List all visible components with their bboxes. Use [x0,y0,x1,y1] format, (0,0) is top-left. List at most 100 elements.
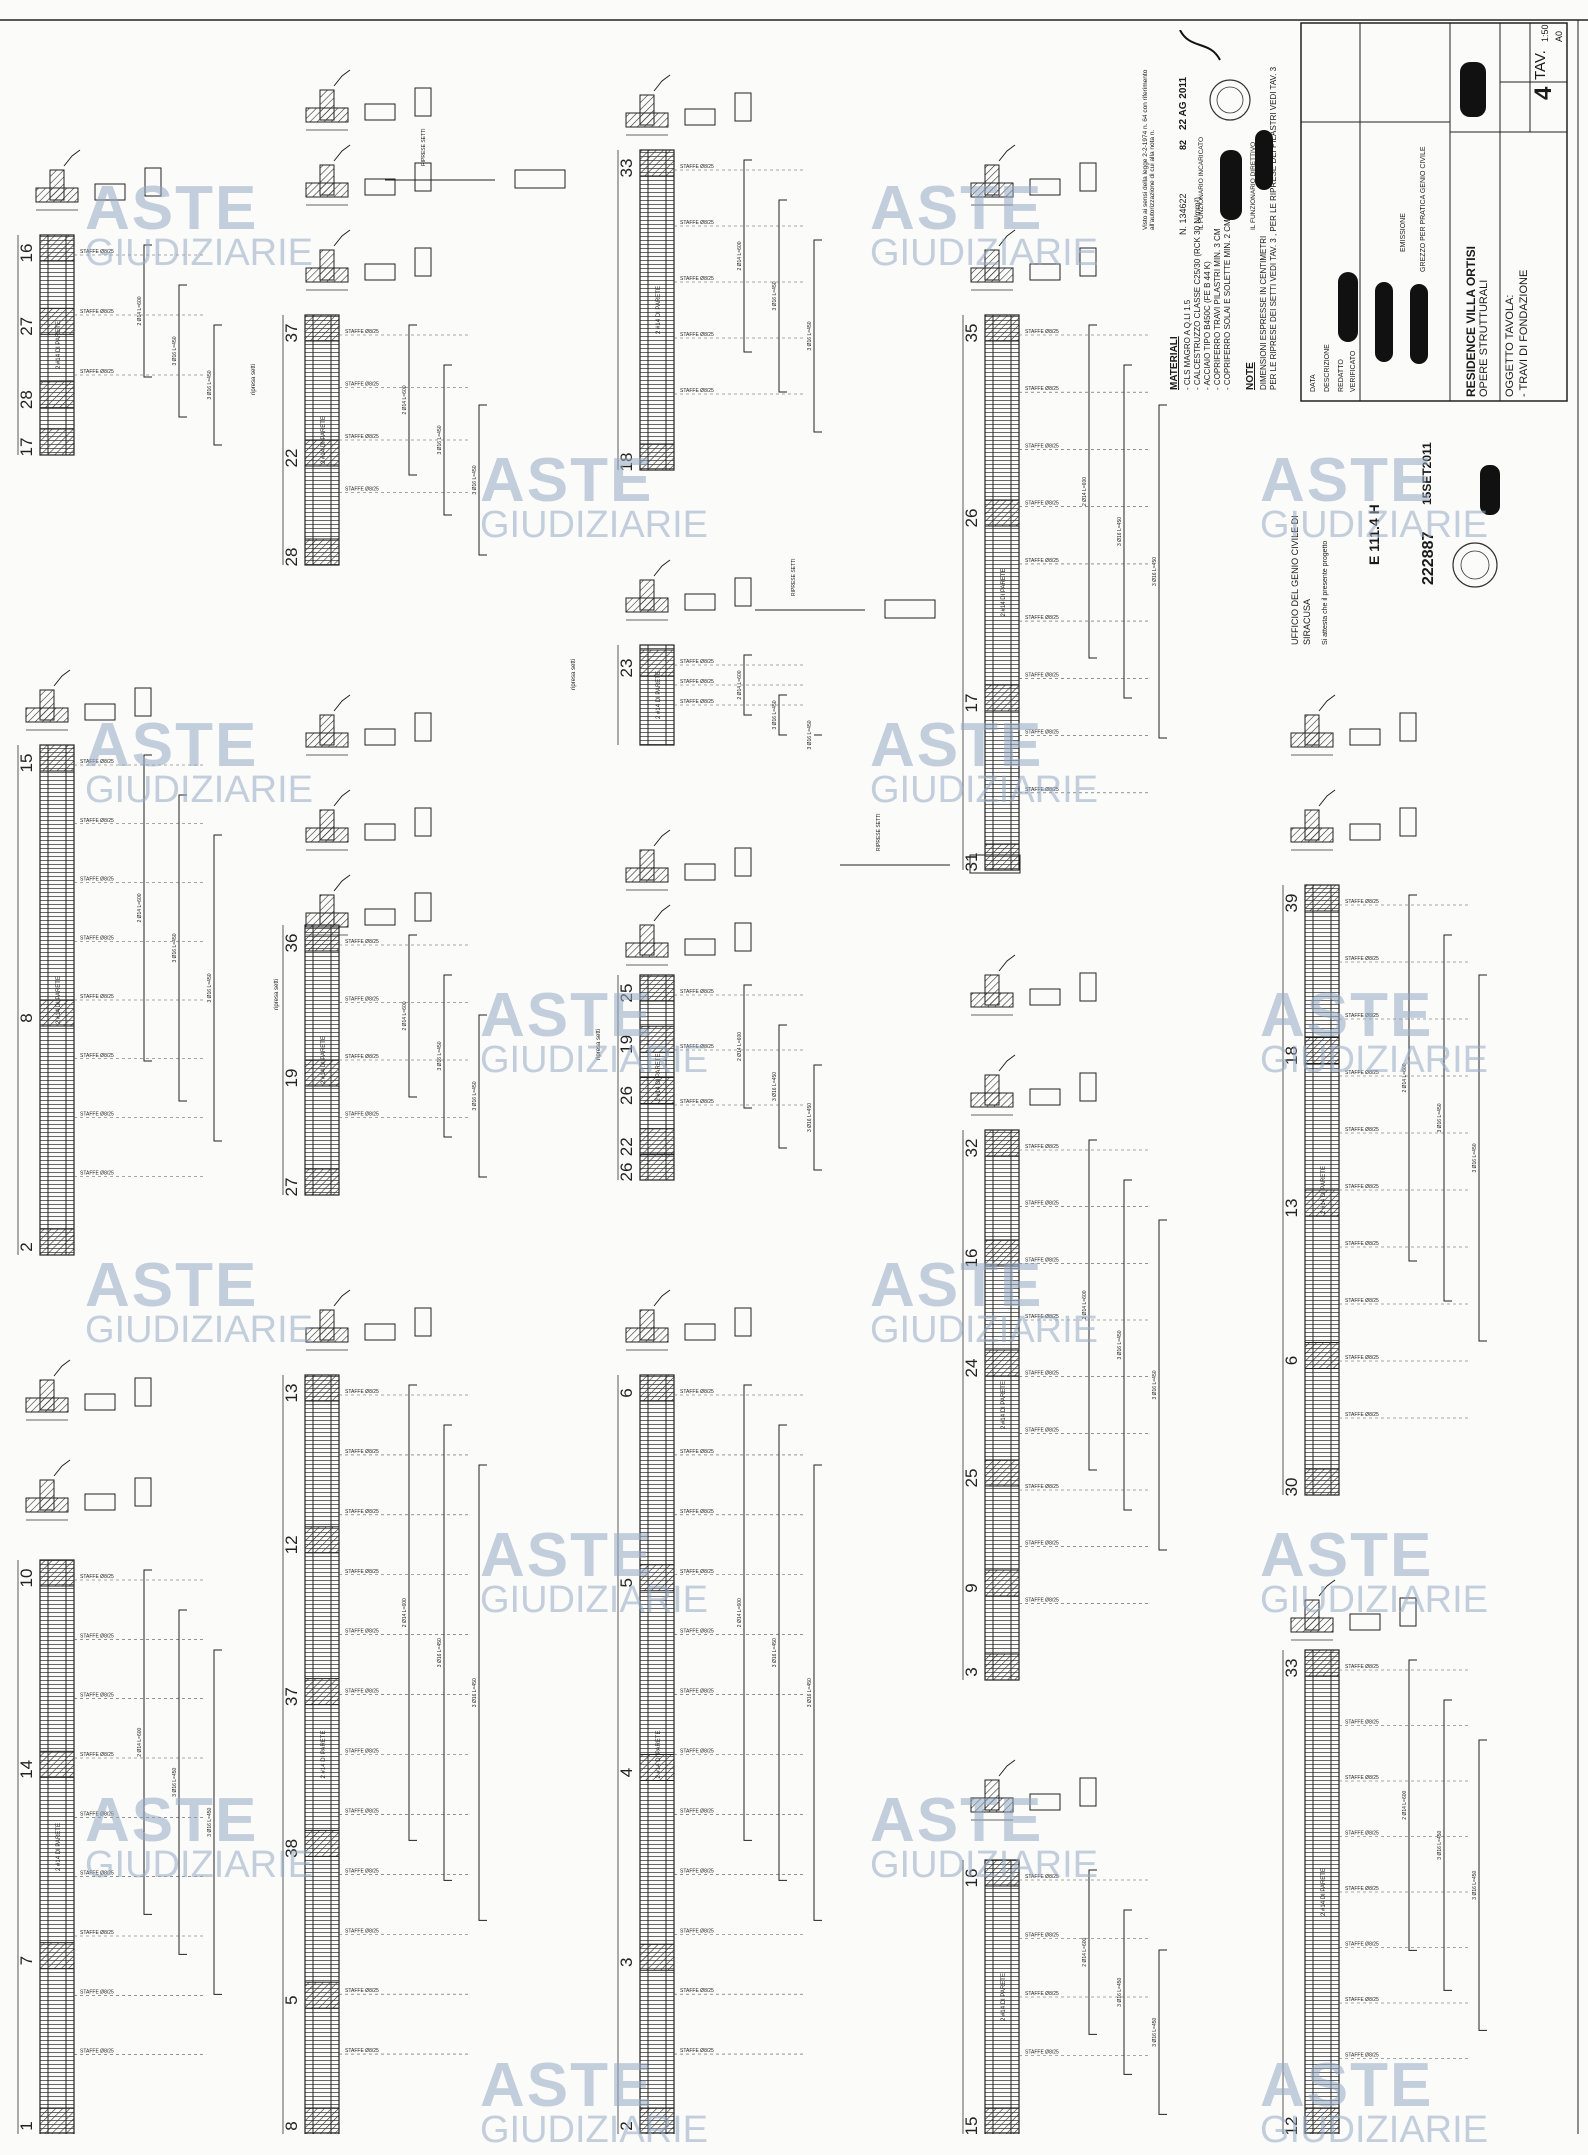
column-support [304,1981,340,2009]
stirrup-callout: STAFFE Ø8/25 [345,1928,379,1934]
stirrup-shape [684,938,716,956]
stamp-seal [1179,30,1273,220]
node-id: 22 [282,449,301,468]
stirrup-shape [1399,712,1417,742]
stirrup-callout: STAFFE Ø8/25 [680,699,714,705]
stirrup-shape [364,823,396,841]
section-leader [998,144,1016,162]
column-support [304,439,340,467]
column-support [639,1564,675,1592]
column-support [984,843,1020,871]
rebar-bar-label: 3 Ø16 L=450 [807,1103,813,1132]
stirrup-callout: STAFFE Ø8/25 [345,1749,379,1755]
rebar-bar [778,1424,787,1881]
stirrup-callout: STAFFE Ø8/25 [1025,1597,1059,1603]
cross-section [970,229,1097,291]
column-support [304,1374,340,1402]
node-id: 15 [17,754,36,773]
stirrup-shape [734,847,752,877]
node-id: 2 [617,2121,636,2130]
column-support [39,234,75,262]
rebar-bar [213,1649,222,1995]
riprese-label: RIPRESE SETTI [421,128,427,166]
rebar-bar [1088,1869,1097,2035]
tav-label: TAV. [1532,50,1549,80]
node-id: 12 [282,1535,301,1554]
beam-outline [39,234,75,456]
scale: 1:50 [1540,24,1550,42]
stirrup-callout: STAFFE Ø8/25 [1345,956,1379,962]
stirrup-callout: STAFFE Ø8/25 [1345,1298,1379,1304]
node-id: 36 [282,934,301,953]
stirrup-callout: STAFFE Ø8/25 [345,1689,379,1695]
stirrup-callout: STAFFE Ø8/25 [345,1988,379,1994]
rebar-bar [743,159,752,353]
section-leader [63,149,81,167]
stirrup-shape [134,1377,152,1407]
stirrup-callout: STAFFE Ø8/25 [1345,1355,1379,1361]
node-id: 28 [282,548,301,567]
section-leader [53,669,71,687]
stirrup-callout: STAFFE Ø8/25 [345,939,379,945]
subject-label: OGGETTO TAVOLA: [1504,294,1516,398]
rebar-bar [1408,1659,1417,1951]
rebar-bar [408,324,417,476]
rebar-bar-label: 2 Ø14 L=600 [1402,1790,1408,1819]
rebar-bar-label: 3 Ø16 L=450 [472,1081,478,1110]
rebar-bar [478,1014,487,1178]
stirrup-callout: STAFFE Ø8/25 [80,2049,114,2055]
revision-header-drawn: REDATTO [1338,359,1345,392]
cross-section [970,1759,1097,1821]
rebar-bar-label: 2 Ø14 L=600 [1402,1063,1408,1092]
section-flange [35,187,79,203]
wall-rebar-label: 2 #14 DI PARETE [56,321,62,369]
stirrup-callout: STAFFE Ø8/25 [345,1808,379,1814]
node-id: 1 [17,2121,36,2130]
section-flange [305,912,349,928]
cross-section [305,1289,432,1351]
stirrup-callout: STAFFE Ø8/25 [1345,1720,1379,1726]
rebar-bar-label: 2 Ø14 L=600 [137,893,143,922]
column-support [39,1228,75,1256]
stirrup-callout: STAFFE Ø8/25 [1345,1013,1379,1019]
section-flange [1290,827,1334,843]
column-support [984,1129,1020,1157]
node-id: 14 [17,1760,36,1779]
node-id: 8 [282,2121,301,2130]
section-flange [1290,732,1334,748]
stirrup-callout: STAFFE Ø8/25 [80,1752,114,1758]
stirrup-shape [414,892,432,922]
stirrup-callout: STAFFE Ø8/25 [1345,1997,1379,2003]
section-flange [25,1497,69,1513]
notes-heading: NOTE [1245,362,1256,390]
section-leader [998,1054,1016,1072]
ripresa-setti-label: ripresa setti [596,1029,602,1060]
rebar-bar [743,984,752,1109]
rebar-bar [143,244,152,378]
stirrup-callout: STAFFE Ø8/25 [345,997,379,1003]
stirrup-callout: STAFFE Ø8/25 [680,1449,714,1455]
cross-section [625,829,752,891]
rebar-bar [178,1609,187,1955]
rebar-bar [178,794,187,1102]
stirrup-callout: STAFFE Ø8/25 [80,1170,114,1176]
stirrup-callout: STAFFE Ø8/25 [1025,672,1059,678]
rebar-bar-label: 3 Ø16 L=450 [1152,1370,1158,1399]
rebar-bar-label: 2 Ø14 L=600 [1082,477,1088,506]
rebar-bar-label: 3 Ø16 L=450 [172,336,178,365]
stirrup-callout: STAFFE Ø8/25 [1025,443,1059,449]
rebar-bar [1123,1179,1132,1511]
section-leader [333,874,351,892]
node-id: 32 [962,1139,981,1158]
wall-rebar-label: 2 #14 DI PARETE [656,1054,662,1102]
rebar-bar [743,654,752,716]
stirrup-callout: STAFFE Ø8/25 [80,1871,114,1877]
cross-section [305,144,432,206]
column-support [1304,2107,1340,2134]
wall-rebar-label: 2 #14 DI PARETE [656,671,662,719]
cross-section [305,229,432,291]
